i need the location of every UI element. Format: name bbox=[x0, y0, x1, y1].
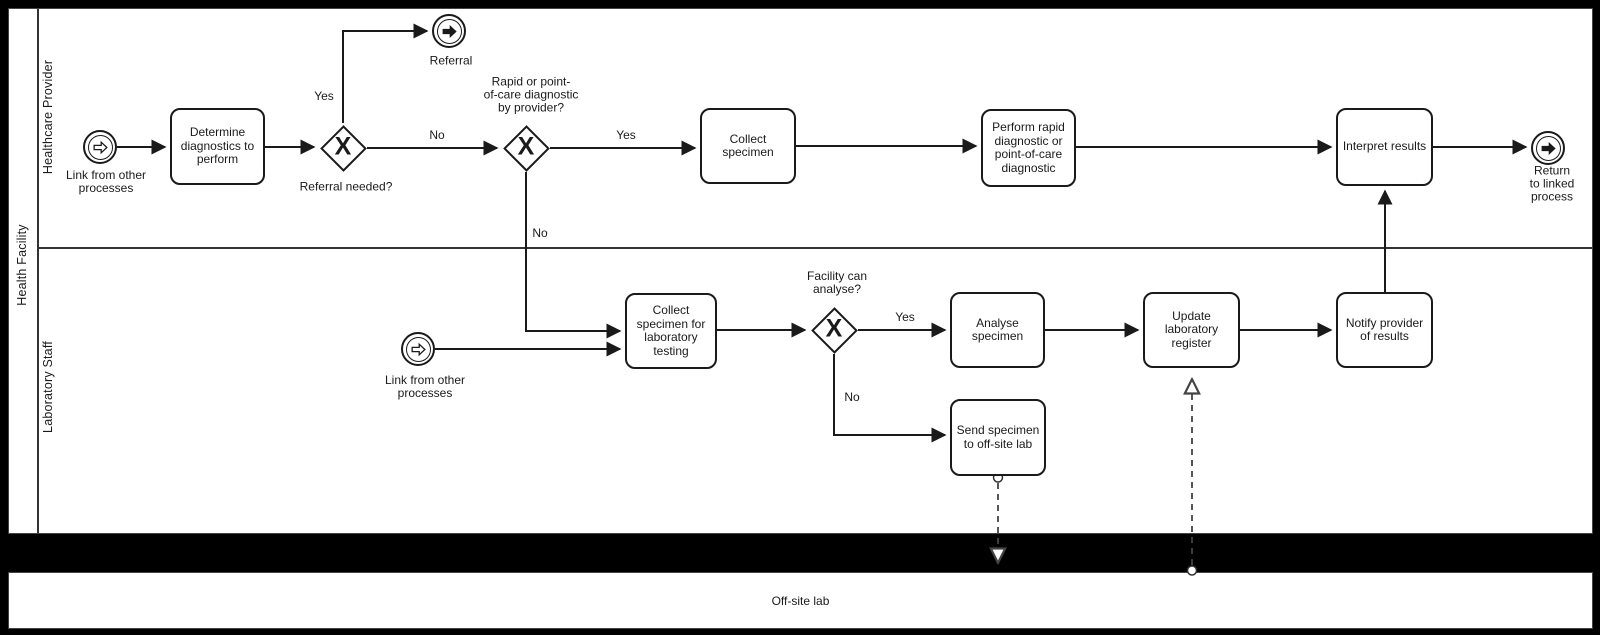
pool-offsite-lab: Off-site lab bbox=[8, 572, 1593, 629]
link-throw-event-referral bbox=[432, 14, 466, 48]
link-throw-arrow-icon bbox=[442, 24, 457, 38]
task-notify-provider: Notify provider of results bbox=[1336, 292, 1433, 368]
gateway-label-referral-needed: Referral needed? bbox=[299, 179, 393, 194]
flow-label-analyse-no: No bbox=[844, 390, 860, 404]
gateway-label-facility-can-analyse: Facility can analyse? bbox=[806, 269, 868, 296]
link-catch-arrow-icon bbox=[92, 140, 108, 154]
event-label-referral: Referral bbox=[429, 53, 473, 68]
task-analyse-specimen: Analyse specimen bbox=[950, 292, 1045, 368]
event-label-link-lab: Link from other processes bbox=[384, 373, 466, 400]
event-inner-ring bbox=[1535, 135, 1561, 161]
sequence-flows bbox=[117, 23, 1528, 443]
gateway-rapid-poc: X bbox=[501, 123, 551, 173]
lane-divider bbox=[37, 247, 1592, 249]
link-catch-event-provider bbox=[83, 130, 117, 164]
flow-label-referral-no: No bbox=[429, 128, 445, 142]
exclusive-gateway-x-icon: X bbox=[517, 132, 535, 161]
flow-yes-to-referral-event bbox=[342, 23, 429, 123]
flow-label-referral-yes: Yes bbox=[314, 89, 334, 103]
pool-health-facility bbox=[8, 8, 1593, 534]
event-label-link-provider: Link from other processes bbox=[65, 168, 147, 195]
task-determine-diagnostics: Determine diagnostics to perform bbox=[170, 108, 265, 185]
flow-label-rapid-no: No bbox=[532, 226, 548, 240]
task-perform-rapid-diagnostic: Perform rapid diagnostic or point-of-car… bbox=[981, 109, 1076, 187]
gateway-label-rapid-poc: Rapid or point- of-care diagnostic by pr… bbox=[483, 74, 579, 115]
offsite-pool-label: Off-site lab bbox=[771, 593, 830, 608]
message-flows bbox=[998, 380, 1192, 565]
message-source-dot-offsite bbox=[1186, 565, 1198, 576]
flow-no-to-collect-lab bbox=[525, 172, 622, 339]
task-send-specimen-offsite: Send specimen to off-site lab bbox=[950, 399, 1046, 476]
link-throw-event-return bbox=[1531, 131, 1565, 165]
task-collect-specimen: Collect specimen bbox=[700, 108, 796, 184]
pool-header-divider bbox=[37, 9, 39, 533]
event-inner-ring bbox=[87, 134, 113, 160]
event-label-return: Return to linked process bbox=[1529, 163, 1575, 204]
task-update-laboratory-register: Update laboratory register bbox=[1143, 292, 1240, 368]
event-inner-ring bbox=[405, 336, 431, 362]
exclusive-gateway-x-icon: X bbox=[825, 314, 843, 343]
event-inner-ring bbox=[436, 18, 462, 44]
task-interpret-results: Interpret results bbox=[1336, 108, 1433, 186]
flow-label-rapid-yes: Yes bbox=[616, 128, 636, 142]
link-catch-arrow-icon bbox=[410, 342, 426, 356]
flow-label-analyse-yes: Yes bbox=[895, 310, 915, 324]
exclusive-gateway-x-icon: X bbox=[334, 132, 352, 161]
task-collect-specimen-lab: Collect specimen for laboratory testing bbox=[625, 293, 717, 369]
gateway-facility-can-analyse: X bbox=[809, 305, 859, 355]
flow-no-to-send-specimen bbox=[833, 354, 947, 443]
gateway-referral-needed: X bbox=[318, 123, 368, 173]
link-catch-event-lab bbox=[401, 332, 435, 366]
link-throw-arrow-icon bbox=[1541, 141, 1556, 155]
